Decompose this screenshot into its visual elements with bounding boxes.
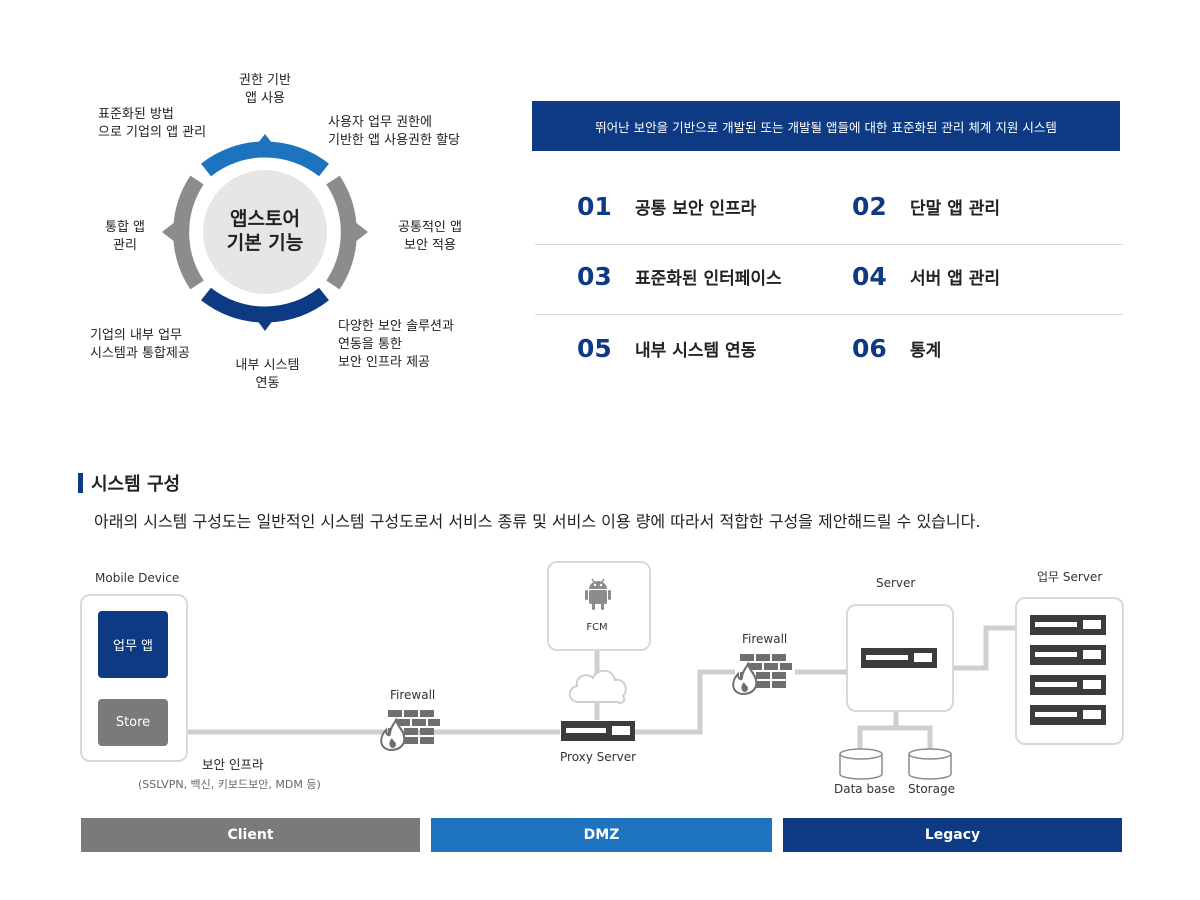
cloud-icon (568, 669, 627, 704)
zone-dmz: DMZ (431, 818, 772, 852)
store-label: Store (115, 715, 151, 730)
section-title-text: 시스템 구성 (91, 474, 181, 495)
zone-client: Client (81, 818, 420, 852)
feature-item-03: 03 표준화된 인터페이스 (577, 262, 782, 291)
cycle-center-text: 앱스토어 기본 기능 (205, 207, 325, 255)
feature-number: 05 (577, 334, 612, 363)
store-tile[interactable]: Store (98, 699, 168, 746)
cycle-center-line2: 기본 기능 (226, 232, 304, 254)
feature-number: 06 (852, 334, 887, 363)
cycle-label-top-left: 표준화된 방법 으로 기업의 앱 관리 (98, 107, 207, 140)
work-app-tile[interactable]: 업무 앱 (98, 611, 168, 678)
zone-dmz-label: DMZ (583, 827, 620, 843)
cycle-label-bottom-left: 기업의 내부 업무 시스템과 통합제공 (90, 328, 190, 361)
proxy-server-label: Proxy Server (560, 750, 637, 764)
security-infra-label: 보안 인프라 (202, 757, 264, 772)
mobile-device-label: Mobile Device (95, 571, 180, 585)
feature-item-02: 02 단말 앱 관리 (852, 192, 1000, 221)
cycle-label-top: 권한 기반 앱 사용 (239, 73, 291, 106)
fcm-label: FCM (586, 622, 608, 633)
android-icon (585, 578, 611, 610)
cycle-center-circle (203, 170, 327, 294)
feature-item-04: 04 서버 앱 관리 (852, 262, 1000, 291)
cycle-arrow-top (251, 134, 279, 152)
storage-label: Storage (908, 782, 955, 796)
cycle-arc-right (326, 175, 357, 290)
zone-legacy-label: Legacy (924, 827, 981, 843)
feature-label: 통계 (910, 341, 942, 361)
firewall-1-icon (380, 710, 440, 752)
feature-label: 공통 보안 인프라 (635, 199, 757, 219)
feature-row-3: 05 내부 시스템 연동 06 통계 (535, 316, 1123, 386)
app-store-cycle-diagram (162, 134, 368, 331)
feature-number: 03 (577, 262, 612, 291)
section-description: 아래의 시스템 구성도는 일반적인 시스템 구성도로서 서비스 종류 및 서비스… (94, 512, 981, 531)
cycle-label-bottom: 내부 시스템 연동 (235, 358, 300, 391)
cycle-label-bottom-right: 다양한 보안 솔루션과 연동을 통한 보안 인프라 제공 (338, 319, 454, 370)
server-label: Server (876, 576, 916, 590)
security-infra-detail: (SSLVPN, 백신, 키보드보안, MDM 등) (138, 778, 321, 791)
feature-number: 04 (852, 262, 887, 291)
feature-row-1: 01 공통 보안 인프라 02 단말 앱 관리 (535, 174, 1123, 245)
database-icon (839, 748, 883, 780)
feature-item-05: 05 내부 시스템 연동 (577, 334, 756, 363)
feature-label: 표준화된 인터페이스 (635, 269, 782, 289)
cycle-label-left: 통합 앱 관리 (104, 220, 145, 253)
zone-legacy: Legacy (783, 818, 1122, 852)
zone-client-label: Client (227, 827, 274, 843)
cycle-arrow-bottom (251, 312, 279, 331)
firewall-2-label: Firewall (742, 632, 788, 646)
feature-item-06: 06 통계 (852, 334, 941, 363)
section-title-bar (78, 473, 83, 493)
server-unit-icon (861, 648, 937, 668)
feature-label: 서버 앱 관리 (910, 269, 1001, 289)
cycle-arrow-left (162, 218, 180, 246)
feature-number: 02 (852, 192, 887, 221)
feature-banner: 뛰어난 보안을 기반으로 개발된 또는 개발될 앱들에 대한 표준화된 관리 체… (532, 101, 1120, 151)
feature-label: 내부 시스템 연동 (635, 341, 757, 361)
cycle-label-right: 공통적인 앱 보안 적용 (398, 220, 462, 253)
work-app-label: 업무 앱 (112, 639, 153, 654)
feature-row-2: 03 표준화된 인터페이스 04 서버 앱 관리 (535, 244, 1123, 315)
firewall-2-icon (732, 654, 792, 696)
cycle-arc-left (173, 175, 204, 290)
feature-item-01: 01 공통 보안 인프라 (577, 192, 756, 221)
section-title: 시스템 구성 (78, 470, 180, 496)
fcm-box (547, 561, 651, 651)
feature-number: 01 (577, 192, 612, 221)
work-server-rack-icon (1030, 615, 1106, 725)
cycle-center-line1: 앱스토어 (230, 208, 300, 230)
database-label: Data base (834, 782, 896, 796)
firewall-1-label: Firewall (390, 688, 436, 702)
cycle-arrow-right (350, 218, 368, 246)
proxy-server-icon (561, 721, 635, 741)
feature-label: 단말 앱 관리 (910, 199, 1001, 219)
storage-icon (908, 748, 952, 780)
cycle-label-top-right: 사용자 업무 권한에 기반한 앱 사용권한 할당 (328, 115, 460, 148)
work-server-label: 업무 Server (1037, 570, 1103, 584)
